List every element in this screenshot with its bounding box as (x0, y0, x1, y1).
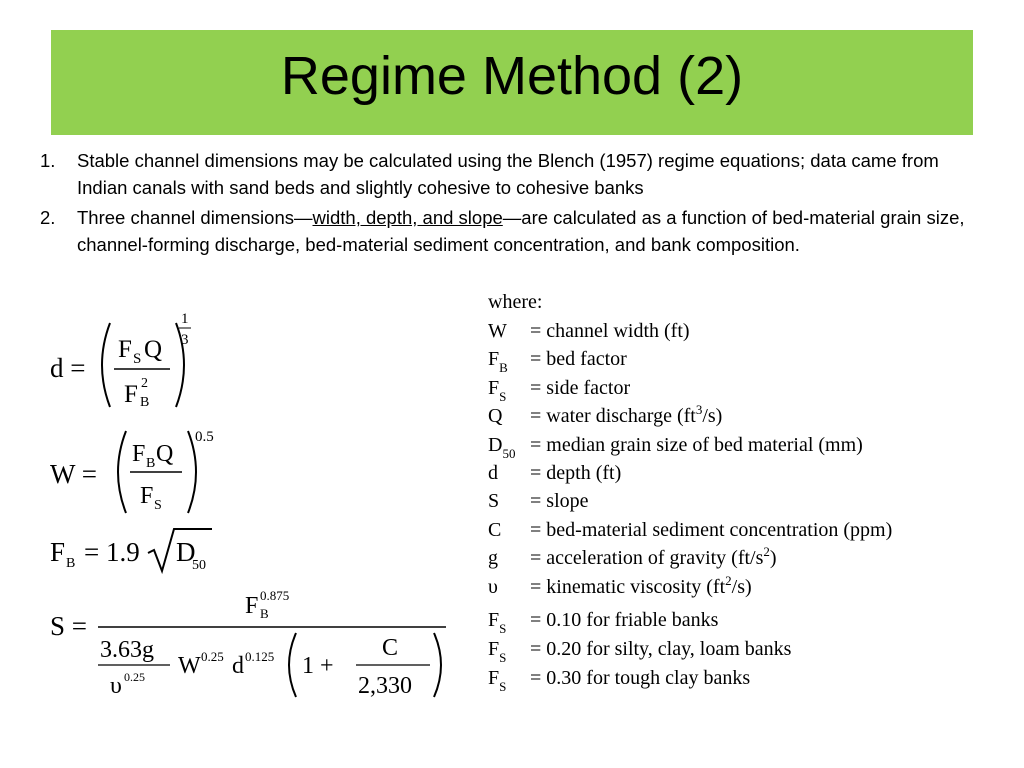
eq-d-num-f-sub: S (133, 351, 141, 367)
eq-s-num-sup: 0.875 (260, 588, 289, 603)
eq-d-den-f-sup: 2 (141, 376, 148, 391)
legend-row: d = depth (ft) (488, 459, 892, 487)
eq-w-num-q: Q (156, 441, 173, 467)
legend-definition: = water discharge (ft3/s) (530, 402, 723, 428)
title-bar: Regime Method (2) (51, 30, 973, 135)
eq-w-lhs: W = (50, 459, 97, 489)
side-factor-definition: = 0.30 for tough clay banks (530, 666, 751, 689)
slide-title: Regime Method (2) (280, 46, 744, 106)
legend-symbol: S (488, 490, 500, 513)
eq-fb-radical (147, 528, 212, 575)
eq-w-num-f: F (132, 441, 145, 467)
legend-symbol: g (488, 547, 498, 570)
eq-fb-rad-sub: 50 (192, 558, 206, 573)
legend-definition: = depth (ft) (530, 461, 622, 484)
legend-symbol: FB (488, 348, 508, 376)
legend-row: Q = water discharge (ft3/s) (488, 402, 892, 430)
eq-s-c1: 3.63g (100, 637, 154, 663)
eq-s-lparen (288, 632, 297, 698)
legend-definition: = side factor (530, 376, 631, 399)
legend-definition: = median grain size of bed material (mm) (530, 433, 863, 456)
eq-s-rparen (433, 632, 442, 698)
legend-row: W = channel width (ft) (488, 317, 892, 345)
side-factor-symbol: FS (488, 637, 507, 665)
variable-legend: where: W = channel width (ft) FB = bed f… (488, 289, 892, 601)
bullet-text-underlined: width, depth, and slope (312, 207, 503, 228)
eq-d-den-f: F (124, 381, 138, 408)
eq-s-c-den: 2,330 (358, 673, 412, 699)
side-factor-row: FS = 0.10 for friable banks (488, 606, 791, 636)
legend-definition: = bed factor (530, 348, 627, 371)
equation-bed-factor: F B = 1.9 D 50 (50, 528, 212, 575)
bullet-number: 2. (40, 207, 56, 228)
legend-symbol: υ (488, 575, 498, 598)
eq-d-lparen (101, 322, 111, 408)
eq-s-d-sup: 0.125 (245, 649, 274, 664)
bullet-number: 1. (40, 150, 56, 171)
eq-s-lhs: S = (50, 611, 87, 641)
eq-w-rparen (187, 430, 197, 514)
legend-symbol: W (488, 320, 507, 342)
eq-s-d: d (232, 653, 244, 679)
eq-fb-rad: D (176, 537, 196, 567)
side-factor-row: FS = 0.20 for silty, clay, loam banks (488, 635, 792, 665)
eq-d-exp-num: 1 (181, 311, 189, 327)
legend-symbol: C (488, 518, 502, 541)
side-factor-symbol: FS (488, 609, 507, 636)
side-factor-definition: = 0.10 for friable banks (530, 609, 719, 631)
eq-d-den-f-sub: B (140, 395, 149, 410)
legend-row: S = slope (488, 487, 892, 515)
legend-header: where: (488, 291, 543, 313)
legend-row: υ = kinematic viscosity (ft2/s) (488, 573, 892, 601)
eq-s-num-sub: B (260, 606, 269, 621)
side-factor-definition: = 0.20 for silty, clay, loam banks (530, 637, 792, 660)
eq-s-c1-den: υ (110, 673, 122, 699)
eq-d-lhs: d = (50, 353, 85, 383)
side-factor-table: FS = 0.10 for friable banks FS = 0.20 fo… (488, 606, 792, 694)
equation-slope: S = F 0.875 B 3.63g υ 0.25 W 0.25 d 0.12… (50, 588, 446, 699)
eq-d-exp-den: 3 (181, 332, 189, 348)
legend-definition: = bed-material sediment concentration (p… (530, 518, 893, 541)
eq-d-rparen (175, 322, 185, 408)
eq-s-c: C (382, 635, 398, 661)
equation-width: W = F B Q F S 0.5 (50, 429, 214, 514)
legend-definition: = slope (530, 490, 589, 513)
legend-definition: = acceleration of gravity (ft/s2) (530, 544, 777, 570)
legend-symbol: FS (488, 376, 507, 404)
legend-row: FB = bed factor (488, 345, 892, 376)
legend-symbol: d (488, 461, 498, 484)
equation-depth: d = F S Q F 2 B 1 3 (50, 311, 191, 410)
eq-d-num-f: F (118, 336, 132, 363)
legend-row: FS = side factor (488, 374, 892, 404)
bullet-item-2: 2. Three channel dimensions—width, depth… (40, 204, 990, 258)
bullet-text: Stable channel dimensions may be calcula… (77, 150, 939, 198)
eq-s-one-plus: 1 + (302, 653, 334, 679)
eq-d-num-q: Q (144, 336, 162, 363)
legend-symbol: Q (488, 405, 503, 428)
side-factor-row: FS = 0.30 for tough clay banks (488, 664, 791, 694)
eq-w-num-f-sub: B (146, 456, 155, 471)
eq-s-w: W (178, 653, 201, 679)
eq-s-c1-den-sup: 0.25 (124, 670, 145, 684)
eq-fb-lhs-f: F (50, 537, 65, 567)
legend-symbol: D50 (488, 433, 516, 461)
legend-row: g = acceleration of gravity (ft/s2) (488, 544, 892, 572)
bullet-item-1: 1. Stable channel dimensions may be calc… (40, 147, 990, 201)
legend-definition: = channel width (ft) (530, 320, 690, 342)
eq-fb-lhs-sub: B (66, 556, 75, 571)
legend-definition: = kinematic viscosity (ft2/s) (530, 572, 752, 598)
eq-w-den-f: F (140, 483, 153, 509)
eq-fb-eq: = 1.9 (84, 537, 140, 567)
bullet-text-after: —are calculated as a function of bed-mat… (77, 207, 965, 255)
legend-row: D50 = median grain size of bed material … (488, 431, 892, 461)
eq-w-lparen (117, 430, 127, 514)
eq-s-num-f: F (245, 593, 258, 619)
eq-w-exp: 0.5 (195, 429, 214, 445)
legend-row: C = bed-material sediment concentration … (488, 516, 892, 544)
eq-s-w-sup: 0.25 (201, 649, 224, 664)
bullet-list: 1. Stable channel dimensions may be calc… (40, 147, 990, 261)
eq-w-den-f-sub: S (154, 498, 162, 513)
side-factor-symbol: FS (488, 666, 507, 694)
bullet-text-before: Three channel dimensions— (77, 207, 313, 228)
